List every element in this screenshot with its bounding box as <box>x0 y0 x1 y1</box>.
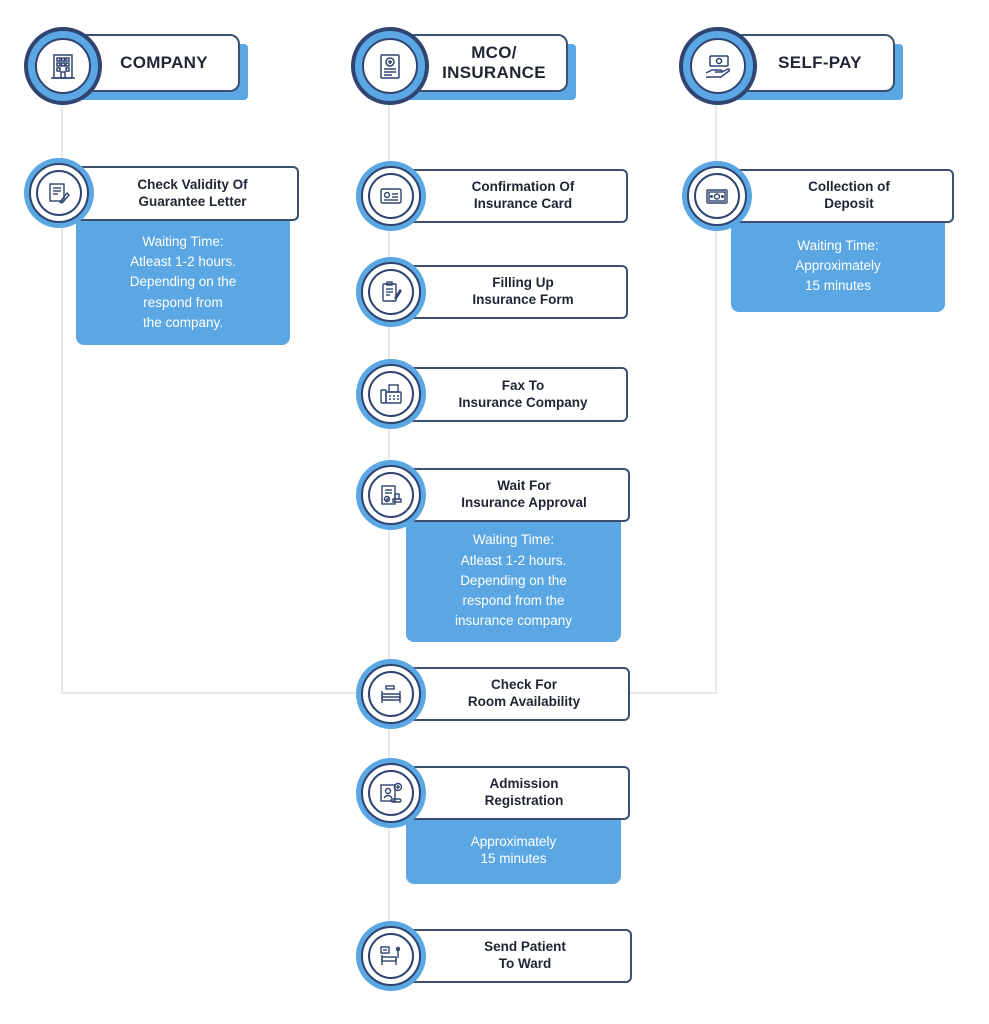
insurance-waiting-note: Waiting Time: Atleast 1-2 hours. Dependi… <box>406 520 621 642</box>
step-admission-icon-circle <box>356 758 426 828</box>
id-card-icon <box>379 184 403 208</box>
step-room-availability-icon-circle <box>356 659 426 729</box>
step-fill-form: Filling Up Insurance Form <box>390 265 628 319</box>
clipboard-pen-icon <box>379 280 403 304</box>
deposit-waiting-note: Waiting Time: Approximately 15 minutes <box>731 220 945 312</box>
step-confirm-card: Confirmation Of Insurance Card <box>390 169 628 223</box>
step-room-availability: Check For Room Availability <box>390 667 630 721</box>
insurance-icon-circle <box>351 27 429 105</box>
step-check-validity-label: Check Validity Of Guarantee Letter <box>137 176 248 209</box>
connector-selfpay-vertical <box>715 100 717 694</box>
selfpay-title: SELF-PAY <box>778 52 862 72</box>
connector-insurance-vertical <box>388 100 390 980</box>
connector-company-vertical <box>61 100 63 694</box>
company-waiting-note: Waiting Time: Atleast 1-2 hours. Dependi… <box>76 220 290 345</box>
patient-registration-icon <box>379 781 403 805</box>
company-title: COMPANY <box>120 52 208 72</box>
step-wait-approval: Wait For Insurance Approval <box>390 468 630 522</box>
step-send-ward-icon-circle <box>356 921 426 991</box>
building-icon <box>48 51 78 81</box>
cash-hand-icon <box>703 51 733 81</box>
bed-icon <box>379 682 403 706</box>
step-fax-icon-circle <box>356 359 426 429</box>
step-fax: Fax To Insurance Company <box>390 367 628 422</box>
step-fill-form-icon-circle <box>356 257 426 327</box>
step-admission-label: Admission Registration <box>484 776 564 808</box>
fax-machine-icon <box>379 382 403 406</box>
step-wait-approval-label: Wait For Insurance Approval <box>461 478 587 510</box>
admission-time-text: Approximately 15 minutes <box>470 834 557 866</box>
selfpay-icon-circle <box>679 27 757 105</box>
insurance-waiting-text: Waiting Time: Atleast 1-2 hours. Dependi… <box>454 532 573 629</box>
company-icon-circle <box>24 27 102 105</box>
insurance-document-icon <box>375 51 405 81</box>
insurance-title: MCO/ INSURANCE <box>442 42 546 82</box>
step-room-availability-label: Check For Room Availability <box>467 677 581 709</box>
deposit-waiting-text: Waiting Time: Approximately 15 minutes <box>795 237 881 294</box>
step-check-validity: Check Validity Of Guarantee Letter <box>58 166 299 221</box>
step-send-ward-label: Send Patient To Ward <box>484 939 566 971</box>
letter-document-icon <box>47 181 71 205</box>
step-admission: Admission Registration <box>390 766 630 820</box>
step-send-ward: Send Patient To Ward <box>390 929 632 983</box>
hospital-bed-icon <box>379 944 403 968</box>
step-confirm-card-label: Confirmation Of Insurance Card <box>471 179 575 211</box>
step-fill-form-label: Filling Up Insurance Form <box>472 275 574 307</box>
step-deposit: Collection of Deposit <box>716 169 954 223</box>
step-fax-label: Fax To Insurance Company <box>458 377 588 410</box>
step-deposit-icon-circle <box>682 161 752 231</box>
approval-stamp-icon <box>379 483 403 507</box>
company-waiting-text: Waiting Time: Atleast 1-2 hours. Dependi… <box>129 233 237 330</box>
step-confirm-card-icon-circle <box>356 161 426 231</box>
money-icon <box>705 184 729 208</box>
step-check-validity-icon-circle <box>24 158 94 228</box>
step-deposit-label: Collection of Deposit <box>808 179 890 211</box>
admission-time-note: Approximately 15 minutes <box>406 818 621 884</box>
step-wait-approval-icon-circle <box>356 460 426 530</box>
